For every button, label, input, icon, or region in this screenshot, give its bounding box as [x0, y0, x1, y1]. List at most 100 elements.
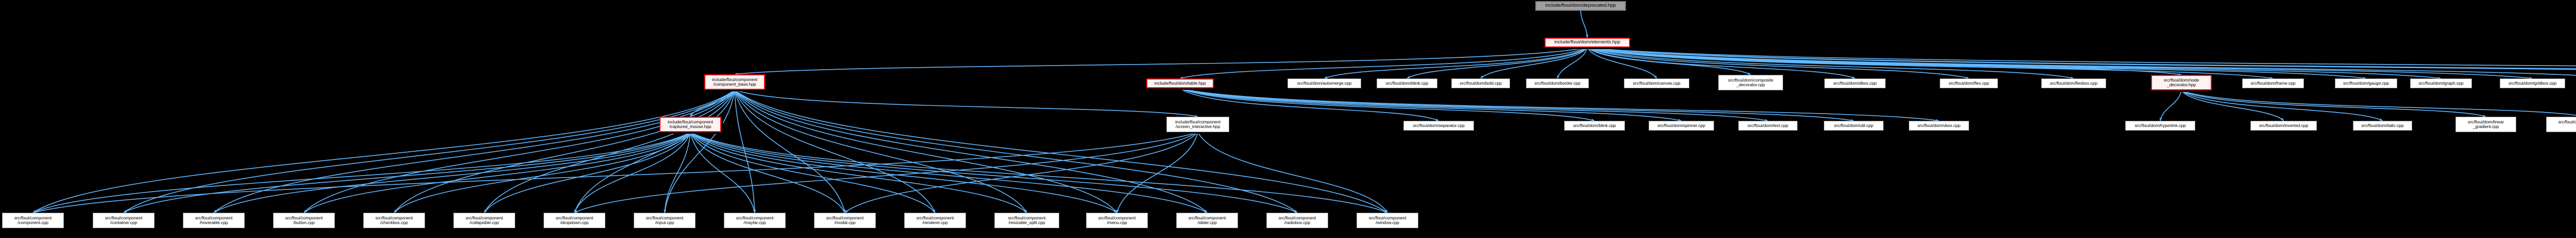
graph-edge [1180, 88, 1939, 121]
graph-node[interactable]: src/ftxui/dom/gauge.cpp [2335, 78, 2397, 88]
graph-edge [1180, 88, 1768, 121]
graph-node[interactable]: src/ftxui/component /dropdown.cpp [544, 213, 605, 228]
graph-edge [734, 47, 1588, 75]
graph-edge [1180, 47, 1588, 79]
graph-edge [1480, 47, 1588, 79]
graph-node[interactable]: src/ftxui/component /slider.cpp [1176, 213, 1238, 228]
graph-edge [1180, 88, 1854, 121]
graph-node[interactable]: src/ftxui/dom/vbox.cpp [1909, 121, 1969, 131]
graph-edge [1587, 47, 1751, 75]
graph-edge [690, 132, 755, 213]
graph-node[interactable]: src/ftxui/component /modal.cpp [814, 213, 876, 228]
graph-node[interactable]: src/ftxui/dom/util.cpp [1824, 121, 1884, 131]
graph-edge [690, 132, 845, 213]
graph-edge [2181, 90, 2576, 116]
graph-node[interactable]: src/ftxui/dom/linear _gradient.cpp [2455, 117, 2516, 132]
graph-edge [574, 89, 735, 213]
graph-node[interactable]: src/ftxui/dom/gridbox.cpp [2500, 78, 2565, 88]
graph-edge [664, 89, 735, 213]
graph-node[interactable]: src/ftxui/component /checkbox.cpp [363, 213, 425, 228]
graph-node[interactable]: include/ftxui/component /screen_interact… [1166, 117, 1229, 132]
graph-edge [1324, 47, 1588, 79]
graph-edge [1587, 47, 2576, 76]
graph-node[interactable]: src/ftxui/dom/border.cpp [1526, 78, 1589, 88]
graph-edge [32, 89, 735, 213]
graph-edge [1587, 47, 2576, 69]
graph-node[interactable]: src/ftxui/dom/italic.cpp [2353, 121, 2412, 131]
graph-node[interactable]: src/ftxui/dom/flex.cpp [1940, 78, 1998, 88]
graph-node[interactable]: src/ftxui/dom/inverted.cpp [2250, 121, 2317, 131]
graph-node[interactable]: src/ftxui/dom/text.cpp [1738, 121, 1798, 131]
graph-edge [1406, 47, 1588, 79]
graph-edge [1180, 88, 1595, 121]
graph-edge [1587, 47, 2182, 75]
graph-edge [574, 132, 1198, 213]
graph-node[interactable]: src/ftxui/component /container.cpp [93, 213, 155, 228]
graph-node[interactable]: include/ftxui/component /component_base.… [704, 74, 765, 90]
graph-edge [2181, 90, 2383, 121]
graph-edge [690, 132, 1388, 213]
graph-node[interactable]: src/ftxui/dom/hyperlink.cpp [2125, 121, 2195, 131]
graph-node[interactable]: include/ftxui/dom/table.hpp [1146, 78, 1214, 88]
graph-edge [1587, 47, 2366, 79]
graph-edge [394, 132, 691, 213]
graph-node[interactable]: src/ftxui/component /resizable_split.cpp [994, 213, 1059, 228]
graph-node[interactable]: src/ftxui/component /collapsible.cpp [453, 213, 515, 228]
graph-node[interactable]: include/ftxui/component /captured_mouse.… [659, 117, 721, 132]
graph-edge [844, 132, 1198, 213]
graph-node[interactable]: src/ftxui/component /button.cpp [273, 213, 335, 228]
graph-node[interactable]: src/ftxui/component /hoverable.cpp [183, 213, 245, 228]
graph-edge [1587, 47, 1969, 79]
graph-node[interactable]: src/ftxui/dom/node _decorator.hpp [2151, 75, 2212, 90]
graph-edge [1587, 47, 1855, 79]
graph-edge [1587, 47, 2074, 79]
graph-node[interactable]: src/ftxui/dom/frame.cpp [2242, 78, 2304, 88]
graph-edge [690, 132, 1117, 213]
graph-edge [123, 132, 691, 213]
graph-node[interactable]: src/ftxui/component /input.cpp [634, 213, 696, 228]
graph-edge [1580, 10, 1588, 38]
graph-node[interactable]: src/ftxui/dom/dbox.cpp [1824, 78, 1886, 88]
graph-edge [1587, 47, 2533, 79]
graph-node[interactable]: src/ftxui/component /renderer.cpp [904, 213, 966, 228]
graph-edge [484, 89, 735, 213]
graph-node[interactable]: src/ftxui/dom/blink.cpp [1377, 78, 1437, 88]
graph-node[interactable]: src/ftxui/dom/strikethrough .cpp [2546, 117, 2576, 132]
graph-edge [1116, 132, 1198, 213]
graph-node[interactable]: src/ftxui/component /maybe.cpp [724, 213, 786, 228]
graph-node[interactable]: src/ftxui/dom/automerge.cpp [1287, 78, 1361, 88]
graph-edge [2160, 90, 2182, 121]
graph-edge [1587, 47, 2442, 79]
graph-node[interactable]: src/ftxui/component /radiobox.cpp [1266, 213, 1328, 228]
graph-edge [1587, 47, 2576, 70]
graph-node[interactable]: src/ftxui/dom/composite _decorator.cpp [1718, 75, 1783, 90]
graph-edge [32, 132, 691, 213]
graph-node[interactable]: include/ftxui/dom/elements.hpp [1545, 38, 1630, 47]
graph-edge [734, 89, 755, 213]
graph-edge [574, 132, 691, 213]
graph-edge [484, 132, 691, 213]
graph-edge [664, 132, 691, 213]
graph-node[interactable]: src/ftxui/dom/separator.cpp [1403, 121, 1474, 131]
graph-node[interactable]: src/ftxui/dom/bold.cpp [1451, 78, 1510, 88]
graph-node[interactable]: src/ftxui/component /menu.cpp [1086, 213, 1148, 228]
graph-edge [734, 89, 1208, 213]
graph-node[interactable]: src/ftxui/dom/graph.cpp [2410, 78, 2472, 88]
graph-edge [394, 89, 735, 213]
graph-edge [1587, 47, 1657, 79]
graph-node-root[interactable]: include/ftxui/dom/deprecated.hpp [1535, 1, 1626, 11]
graph-node[interactable]: src/ftxui/dom/spinner.cpp [1649, 121, 1714, 131]
graph-node[interactable]: src/ftxui/component /component.cpp [2, 213, 64, 228]
graph-node[interactable]: src/ftxui/dom/canvas.cpp [1624, 78, 1689, 88]
graph-edge [690, 89, 735, 117]
graph-edge [2181, 90, 2486, 117]
graph-node[interactable]: src/ftxui/component /window.cpp [1357, 213, 1418, 228]
graph-edge [1197, 132, 1388, 213]
graph-edge [213, 89, 735, 213]
graph-edge [213, 132, 691, 213]
graph-node[interactable]: src/ftxui/dom/flexbox.cpp [2041, 78, 2106, 88]
graph-edge [734, 89, 936, 213]
graph-node[interactable]: src/ftxui/dom/blink.cpp [1564, 121, 1625, 131]
